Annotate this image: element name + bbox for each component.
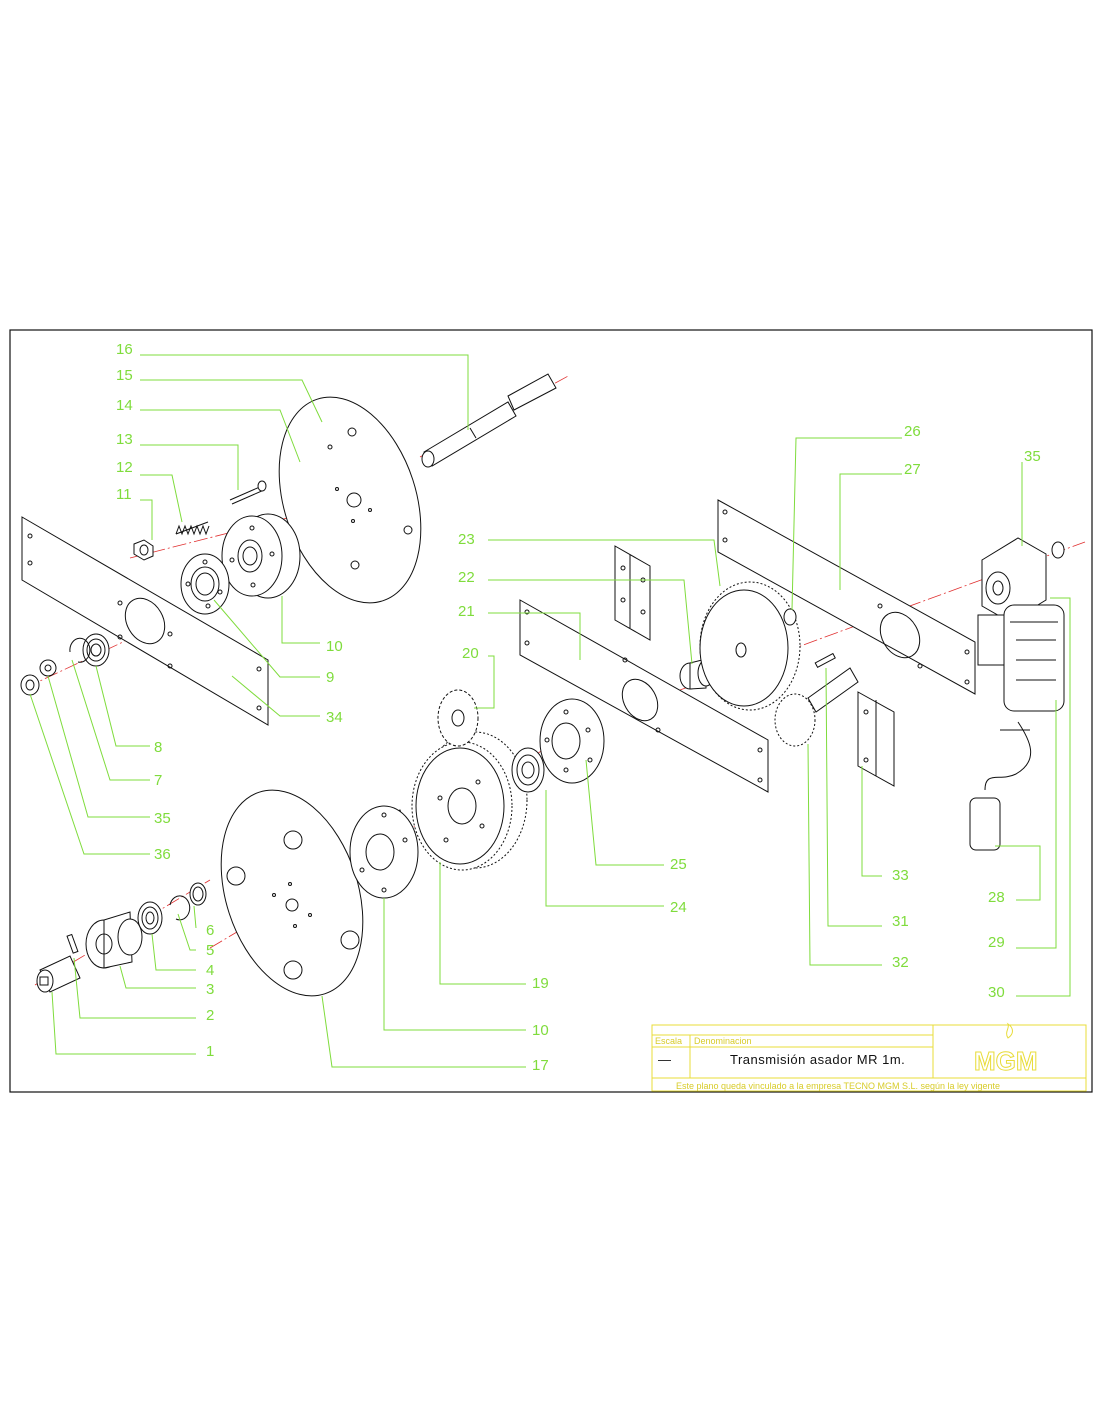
title-block: Escala Denominacion — Transmisión asador… [651,1022,1087,1092]
part-label-20: 20 [462,645,479,662]
part-label-17: 17 [532,1057,549,1074]
part-label-9: 9 [326,669,334,686]
part-label-8: 8 [154,739,162,756]
part-label-6: 6 [206,922,214,939]
washer-26 [783,608,797,626]
spring-12 [175,521,210,536]
escala-label: Escala [655,1036,682,1046]
flange-25 [539,698,605,784]
title-block-footer: Este plano queda vinculado a la empresa … [676,1081,1000,1091]
circlip-7 [69,637,91,663]
leader-lines [29,354,1071,1068]
bearing-8 [82,633,110,667]
part-label-25: 25 [670,856,687,873]
gear-23 [699,581,801,711]
sprocket-20 [437,689,479,747]
circlip-5 [169,895,191,921]
capacitor-28 [969,721,1032,851]
bracket-22 [614,545,651,641]
bearing-24 [511,747,545,793]
washer-35-right [1051,541,1065,559]
part-label-36: 36 [154,846,171,863]
disc-15 [278,396,422,604]
part-label-2: 2 [206,1007,214,1024]
part-label-1: 1 [206,1043,214,1060]
gear-19 [411,731,528,871]
part-label-28: 28 [988,889,1005,906]
lock-washer-35 [39,659,57,677]
part-label-35-left: 35 [154,810,171,827]
part-label-30: 30 [988,984,1005,1001]
denominacion-label: Denominacion [694,1036,752,1046]
escala-value: — [658,1052,671,1067]
part-label-3: 3 [206,981,214,998]
mgm-logo: MGM [974,1022,1038,1077]
part-label-32: 32 [892,954,909,971]
part-label-5: 5 [206,942,214,959]
part-label-29: 29 [988,934,1005,951]
shaft-16 [421,373,557,468]
part-label-15: 15 [116,367,133,384]
plate-27 [717,499,976,695]
part-label-27: 27 [904,461,921,478]
pin-13 [229,480,267,505]
part-label-10-lower: 10 [532,1022,549,1039]
part-label-34: 34 [326,709,343,726]
part-label-23: 23 [458,531,475,548]
flange-9 [180,553,230,615]
bushing-3 [85,911,143,969]
nut-36 [20,674,40,696]
part-label-22: 22 [458,569,475,586]
part-label-35-right: 35 [1024,448,1041,465]
part-label-14: 14 [116,397,133,414]
plate-21 [519,599,769,793]
bracket-33 [857,691,895,787]
plate-34 [21,516,269,726]
part-label-12: 12 [116,459,133,476]
flange-10-upper [221,513,301,599]
part-label-26: 26 [904,423,921,440]
bearing-4 [137,901,163,935]
part-label-24: 24 [670,899,687,916]
part-label-19: 19 [532,975,549,992]
part-label-13: 13 [116,431,133,448]
part-label-21: 21 [458,603,475,620]
logo-text: MGM [974,1046,1038,1076]
part-label-7: 7 [154,772,162,789]
part-label-10-upper: 10 [326,638,343,655]
center-axes [24,374,1086,986]
key-31 [814,652,836,669]
pinion-32 [774,667,859,747]
part-label-31: 31 [892,913,909,930]
gear-motor-29 [977,537,1065,712]
part-labels: 16 15 14 13 12 11 10 9 34 8 7 35 36 26 2… [116,341,1041,1074]
nut-11 [133,539,154,561]
part-label-11: 11 [116,486,132,503]
part-label-33: 33 [892,867,909,884]
disc-17 [220,789,364,997]
part-label-16: 16 [116,341,133,358]
key-2 [66,933,79,954]
drawing-title: Transmisión asador MR 1m. [730,1052,905,1067]
flange-10-lower [349,805,419,899]
part-label-4: 4 [206,962,214,979]
square-shaft-1 [36,955,81,993]
drawing-frame [9,329,1093,1093]
ring-6 [189,882,207,906]
